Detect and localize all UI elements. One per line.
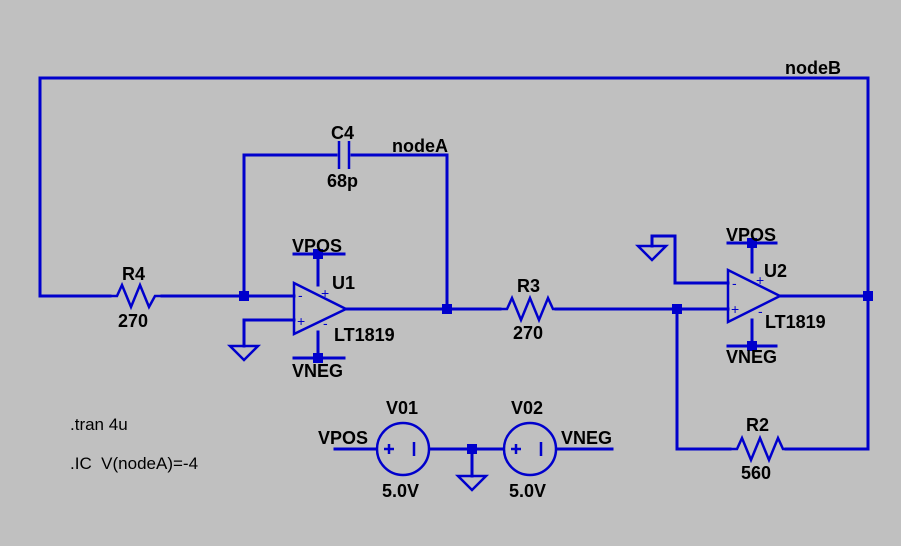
ground-icon-u1: [226, 344, 262, 362]
u2-noninverting-sign: +: [731, 301, 739, 317]
u2-vneg-sign: -: [758, 303, 763, 319]
u1-model: LT1819: [334, 325, 395, 345]
u1-name: U1: [332, 273, 355, 293]
u1-vneg-sign: -: [323, 315, 328, 331]
u2-model: LT1819: [765, 312, 826, 332]
wires: [38, 76, 870, 478]
net-label-nodeB: nodeB: [785, 58, 841, 78]
v01-name: V01: [386, 398, 418, 418]
voltage-source-v02[interactable]: [502, 421, 558, 477]
wire-r2-right: [784, 294, 870, 451]
source-vneg-label: VNEG: [561, 428, 612, 448]
c4-name: C4: [331, 123, 354, 143]
r3-value: 270: [513, 323, 543, 343]
u2-vpos-sign: +: [756, 272, 764, 288]
resistor-r4[interactable]: [110, 281, 162, 311]
wire-c4-left: [242, 153, 338, 298]
r4-value: 270: [118, 311, 148, 331]
r4-name: R4: [122, 264, 145, 284]
u2-vneg-label: VNEG: [726, 347, 777, 367]
r2-value: 560: [741, 463, 771, 483]
u1-noninverting-sign: +: [297, 313, 305, 329]
c4-value: 68p: [327, 171, 358, 191]
opamp-u1[interactable]: - + + -: [292, 280, 349, 336]
u2-name: U2: [764, 261, 787, 281]
net-label-nodeA: nodeA: [392, 136, 448, 156]
opamp-u2[interactable]: - + + -: [726, 267, 783, 325]
r3-name: R3: [517, 276, 540, 296]
ground-icon-sources: [454, 474, 490, 492]
directive-tran: .tran 4u: [70, 415, 128, 434]
wire-r2-left: [675, 307, 732, 451]
u2-inverting-sign: -: [732, 275, 737, 291]
wire-u2-noninv-ground: [650, 234, 730, 285]
v01-value: 5.0V: [382, 481, 419, 501]
r2-name: R2: [746, 415, 769, 435]
source-vpos-label: VPOS: [318, 428, 368, 448]
capacitor-c4[interactable]: [337, 141, 351, 169]
wire-u1-ground: [242, 318, 296, 348]
resistor-r3[interactable]: [500, 294, 556, 324]
u1-inverting-sign: -: [298, 287, 303, 303]
v02-name: V02: [511, 398, 543, 418]
u2-vpos-label: VPOS: [726, 225, 776, 245]
junctions: [239, 238, 873, 454]
u1-vpos-label: VPOS: [292, 236, 342, 256]
wire-c4-right-nodeA: [350, 153, 449, 311]
directive-ic: .IC V(nodeA)=-4: [70, 454, 198, 473]
wire-nodeB-feedback-loop: [38, 76, 870, 298]
u1-vpos-sign: +: [321, 285, 329, 301]
ground-icon-u2: [634, 244, 670, 262]
voltage-source-v01[interactable]: [375, 421, 431, 477]
u1-vneg-label: VNEG: [292, 361, 343, 381]
resistor-r2[interactable]: [730, 434, 786, 464]
v02-value: 5.0V: [509, 481, 546, 501]
